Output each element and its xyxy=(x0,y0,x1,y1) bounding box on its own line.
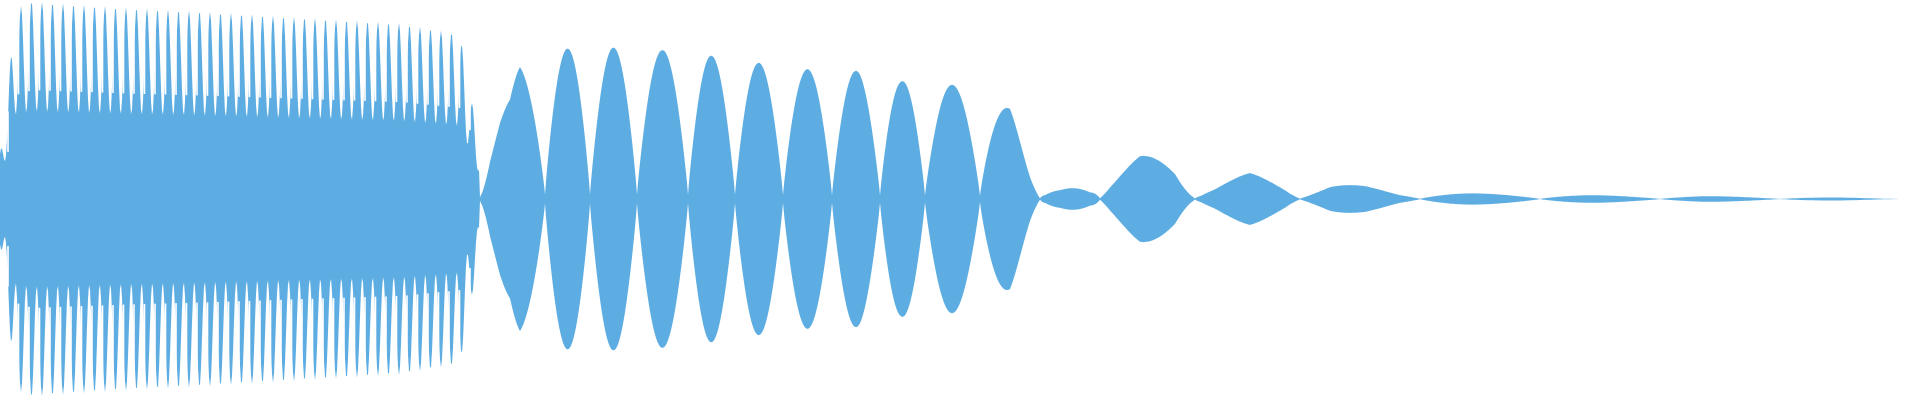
waveform-stripe-gap xyxy=(343,297,345,381)
waveform-stripe-gap xyxy=(448,29,450,107)
waveform-stripe-gap xyxy=(28,1,30,92)
waveform-stripe-gap xyxy=(49,307,51,398)
waveform-stripe-gap xyxy=(80,306,83,396)
waveform-stripe-gap xyxy=(353,18,356,101)
waveform-stripe-gap xyxy=(364,18,366,101)
waveform-stripe-gap xyxy=(7,246,9,287)
waveform-stripe-gap xyxy=(343,17,345,101)
waveform-stripe-gap xyxy=(416,23,419,104)
waveform-stripe-gap xyxy=(91,305,93,395)
waveform-stripe-gap xyxy=(49,0,51,91)
waveform-stripe-gap xyxy=(458,31,461,108)
waveform-stripe-gap xyxy=(301,299,303,383)
waveform-stripe-gap xyxy=(196,8,198,96)
waveform-stripe-gap xyxy=(248,11,251,98)
waveform-stripe-gap xyxy=(164,7,167,95)
waveform-stripe-gap xyxy=(374,19,377,102)
waveform-stripe-gap xyxy=(280,299,282,385)
waveform-stripe-gap xyxy=(248,300,251,387)
waveform-stripe-gap xyxy=(322,16,324,100)
waveform-stripe-gap xyxy=(154,303,156,392)
waveform-stripe-gap xyxy=(206,9,209,96)
waveform-stripe-gap xyxy=(395,20,398,103)
waveform-stripe-gap xyxy=(59,0,62,92)
waveform-stripe-gap xyxy=(122,5,125,94)
waveform-stripe-gap xyxy=(437,292,440,371)
waveform-stripe-gap xyxy=(332,16,335,100)
waveform-stripe-gap xyxy=(374,296,377,379)
waveform-stripe-gap xyxy=(406,295,408,377)
waveform-stripe-gap xyxy=(269,13,272,98)
waveform-stripe-gap xyxy=(206,302,209,389)
waveform-stripe-gap xyxy=(112,305,114,394)
waveform-stripe-gap xyxy=(353,297,356,380)
waveform-stripe-gap xyxy=(59,306,62,398)
waveform-stripe-gap xyxy=(385,296,387,379)
waveform-stripe-gap xyxy=(311,15,314,100)
waveform-stripe-gap xyxy=(38,307,41,399)
waveform-stripe-gap xyxy=(227,301,230,388)
waveform-stripe-gap xyxy=(259,12,261,98)
waveform-stripe-gap xyxy=(227,10,230,97)
waveform-stripe-gap xyxy=(395,296,398,378)
waveform-stripe-gap xyxy=(469,71,471,131)
waveform-stripe-gap xyxy=(322,298,324,382)
waveform-stripe-gap xyxy=(17,303,20,392)
waveform-stripe-gap xyxy=(259,300,261,386)
waveform-stripe-gap xyxy=(133,5,135,94)
waveform-stripe-gap xyxy=(385,20,387,102)
waveform-stripe-gap xyxy=(70,1,72,92)
waveform-stripe-gap xyxy=(290,299,293,384)
waveform-stripe-gap xyxy=(458,290,461,367)
waveform-stripe-gap xyxy=(70,306,72,397)
waveform-stripe-gap xyxy=(301,14,303,99)
waveform-stripe-gap xyxy=(101,3,104,93)
waveform-stripe-gap xyxy=(290,14,293,99)
waveform-stripe-gap xyxy=(185,8,188,96)
waveform-stripe-gap xyxy=(101,305,104,395)
waveform-stripe-gap xyxy=(280,13,282,99)
waveform-stripe-gap xyxy=(143,304,146,392)
waveform-stripe-gap xyxy=(217,301,219,389)
waveform-stripe-gap xyxy=(17,6,20,95)
waveform-stripe-gap xyxy=(91,2,93,93)
waveform-stripe-gap xyxy=(427,25,429,105)
waveform-stripe-gap xyxy=(269,300,272,385)
waveform-stripe-gap xyxy=(311,298,314,383)
waveform-stripe-gap xyxy=(175,303,177,391)
waveform-stripe-gap xyxy=(479,131,482,163)
waveform-stripe-gap xyxy=(448,291,450,369)
waveform-stripe-gap xyxy=(7,111,9,152)
waveform-stripe-gap xyxy=(437,27,440,106)
waveform-stripe-gap xyxy=(406,21,408,103)
waveform-stripe-gap xyxy=(238,301,240,387)
waveform-stripe-gap xyxy=(196,302,198,390)
waveform-stripe-gap xyxy=(133,304,135,393)
waveform-stripe-gap xyxy=(427,293,429,373)
waveform-stripe-gap xyxy=(80,2,83,92)
waveform-stripe-gap xyxy=(112,4,114,93)
waveform-stripe-gap xyxy=(238,11,240,97)
waveform-stripe-gap xyxy=(217,9,219,97)
waveform-stripe-gap xyxy=(416,294,419,375)
waveform-stripe-gap xyxy=(185,302,188,390)
waveform-stripe-gap xyxy=(469,267,471,327)
waveform-stripe-gap xyxy=(28,306,30,397)
waveform-stripe-gap xyxy=(122,304,125,393)
waveform-stripe-gap xyxy=(154,6,156,95)
waveform-stripe-gap xyxy=(143,6,146,95)
waveform-stripe-gap xyxy=(175,7,177,95)
waveform-stripe-gap xyxy=(164,303,167,391)
waveform-stripe-gap xyxy=(364,297,366,380)
waveform-stripe-gap xyxy=(479,235,482,267)
waveform-stripe-gap xyxy=(38,0,41,91)
waveform-stripe-gap xyxy=(332,298,335,382)
